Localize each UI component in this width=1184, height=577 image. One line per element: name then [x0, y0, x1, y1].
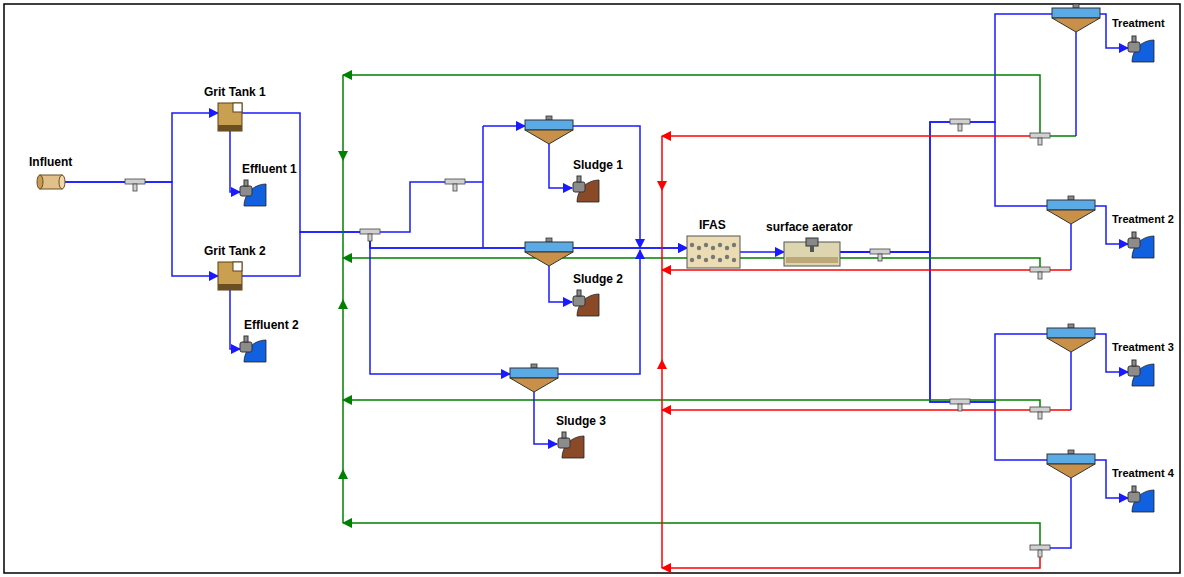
equipment-icon — [573, 176, 599, 202]
equipment-unit: IFAS — [687, 236, 740, 268]
equipment-unit: Effluent 1 — [240, 180, 266, 206]
unit-label: Effluent 2 — [244, 318, 299, 332]
equipment-unit: Treatment 3 — [1128, 360, 1154, 386]
unit-label: Sludge 2 — [573, 272, 623, 286]
process-piping — [370, 32, 1076, 548]
flow-pipe — [65, 182, 218, 276]
unit-label: Influent — [29, 155, 72, 169]
equipment-unit: Treatment 4 — [1128, 486, 1154, 512]
unit-label: Grit Tank 1 — [204, 85, 266, 99]
flow-splitter — [125, 119, 1050, 557]
equipment-icon — [37, 173, 65, 191]
flow-pipe — [740, 251, 784, 253]
flow-pipe — [840, 252, 1128, 402]
equipment-unit: Grit Tank 1 — [218, 103, 242, 131]
equipment-unit: Effluent 2 — [240, 336, 266, 362]
red-recycle-lines — [662, 136, 1071, 568]
unit-label: Sludge 1 — [573, 158, 623, 172]
unit-label: Sludge 3 — [556, 414, 606, 428]
flow-pipe — [230, 290, 240, 349]
equipment-icon — [558, 432, 584, 458]
flow-pipe — [840, 14, 1128, 252]
equipment-icon — [573, 290, 599, 316]
unit-label: Treatment 4 — [1112, 466, 1174, 480]
equipment-icon — [218, 103, 242, 131]
flow-pipe — [230, 131, 240, 192]
equipment-icon — [240, 336, 266, 362]
equipment-unit: surface aerator — [784, 238, 840, 266]
equipment-icon — [1128, 360, 1154, 386]
unit-label: surface aerator — [766, 220, 853, 234]
green-recycle-lines — [343, 75, 1076, 548]
equipment-unit: Influent — [37, 173, 65, 191]
flow-pipe — [840, 122, 1128, 252]
equipment-icon — [218, 262, 242, 290]
equipment-icon — [1128, 486, 1154, 512]
equipment-unit: Sludge 3 — [558, 432, 584, 458]
unit-label: Effluent 1 — [242, 162, 297, 176]
flow-pipe — [840, 252, 1128, 498]
flow-pipe — [242, 113, 687, 248]
unit-label: Treatment — [1112, 16, 1165, 30]
equipment-unit: Sludge 1 — [573, 176, 599, 202]
unit-label: Grit Tank 2 — [204, 244, 266, 258]
unit-label: Treatment 3 — [1112, 340, 1174, 354]
flow-pipe — [65, 113, 218, 182]
equipment-unit: Treatment 2 — [1128, 232, 1154, 258]
unit-label: Treatment 2 — [1112, 212, 1174, 226]
equipment-icon — [687, 236, 740, 268]
equipment-icon — [1128, 232, 1154, 258]
equipment-icon — [1128, 36, 1154, 62]
frame — [4, 4, 1180, 573]
equipment-icon — [240, 180, 266, 206]
clarifier — [510, 4, 1100, 478]
equipment-unit: Grit Tank 2 — [218, 262, 242, 290]
equipment-unit: Sludge 2 — [573, 290, 599, 316]
equipment-unit: Treatment — [1128, 36, 1154, 62]
unit-label: IFAS — [699, 218, 726, 232]
flow-pipe — [242, 232, 687, 276]
equipment-icon — [784, 238, 840, 266]
